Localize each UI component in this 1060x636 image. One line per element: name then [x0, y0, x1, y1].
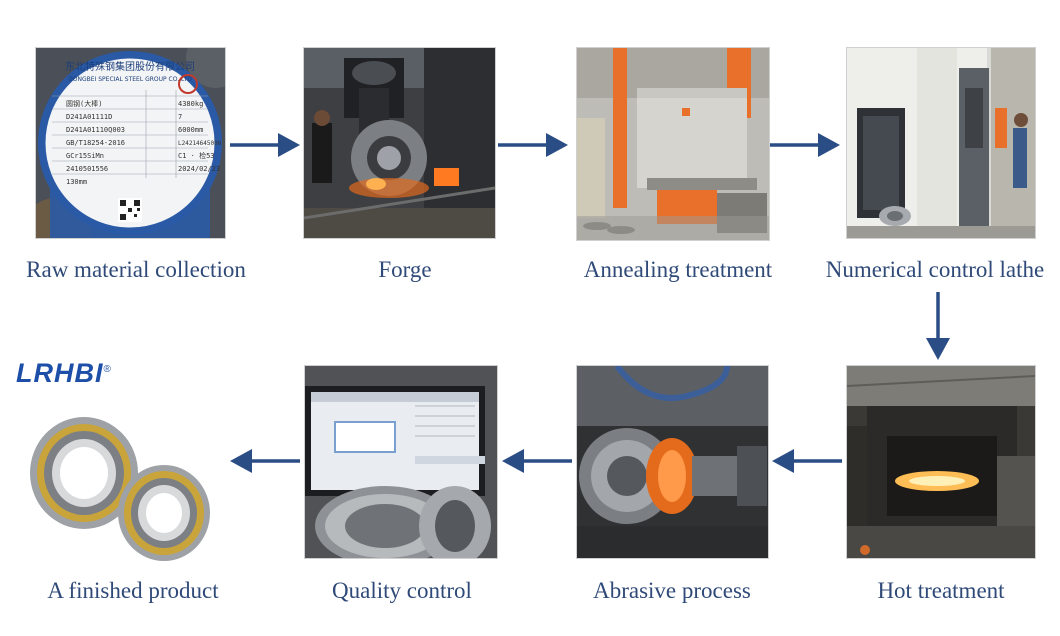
- step-label-forge: Forge: [378, 257, 432, 282]
- arrow-right-2: [498, 133, 568, 157]
- step-label-quality-control: Quality control: [332, 578, 472, 603]
- raw-tag-row-6: 130mm: [66, 178, 87, 186]
- raw-tag-row-4: GCr15SiMn: [66, 152, 104, 160]
- step-label-raw-material: Raw material collection: [26, 257, 246, 282]
- raw-tag-right-1: 7: [178, 113, 182, 121]
- photo-finished-product: [16, 405, 216, 565]
- arrow-left-2: [502, 449, 572, 473]
- raw-tag-right-0: 4380kg: [178, 100, 203, 108]
- raw-tag-right-3: L24214645006: [178, 140, 222, 147]
- raw-tag-row-5: 2410501556: [66, 165, 108, 173]
- raw-tag-right-5: 2024/02/23: [178, 165, 220, 173]
- logo-text: LRHBI: [16, 358, 104, 388]
- arrow-right-3: [770, 133, 840, 157]
- raw-tag-company-en: DONGBEI SPECIAL STEEL GROUP CO.,LTD: [68, 76, 192, 83]
- raw-tag-right-2: 6000mm: [178, 126, 203, 134]
- step-label-cnc-lathe: Numerical control lathe: [825, 257, 1045, 282]
- step-label-abrasive: Abrasive process: [593, 578, 751, 603]
- raw-tag-row-1: D241A01111D: [66, 113, 112, 121]
- arrow-down: [926, 292, 950, 360]
- photo-abrasive: [576, 365, 769, 559]
- raw-tag-company-cn: 东北特殊钢集团股份有限公司: [65, 60, 195, 73]
- brand-logo: LRHBI®: [16, 358, 112, 389]
- photo-annealing: [576, 47, 770, 241]
- bearing-large: [30, 417, 138, 529]
- raw-tag-right-4: C1 · 检53: [178, 151, 215, 160]
- raw-tag-row-3: GB/T18254-2016: [66, 139, 125, 147]
- arrow-left-1: [772, 449, 842, 473]
- raw-tag-row-2: D241A01110Q003: [66, 126, 125, 134]
- bearing-small: [118, 465, 210, 561]
- step-label-hot-treatment: Hot treatment: [877, 578, 1005, 603]
- registered-mark: ®: [103, 364, 112, 375]
- raw-tag-row-0: 圆钢(大棒): [66, 99, 102, 108]
- step-label-finished-product: A finished product: [47, 578, 219, 603]
- arrow-right-1: [230, 133, 300, 157]
- photo-forge: [303, 47, 496, 239]
- photo-raw-material: 东北特殊钢集团股份有限公司 DONGBEI SPECIAL STEEL GROU…: [35, 47, 226, 239]
- photo-hot-treatment: [846, 365, 1036, 559]
- photo-cnc-lathe: [846, 47, 1036, 239]
- step-label-annealing: Annealing treatment: [583, 257, 773, 282]
- photo-quality-control: [304, 365, 498, 559]
- arrow-left-3: [230, 449, 300, 473]
